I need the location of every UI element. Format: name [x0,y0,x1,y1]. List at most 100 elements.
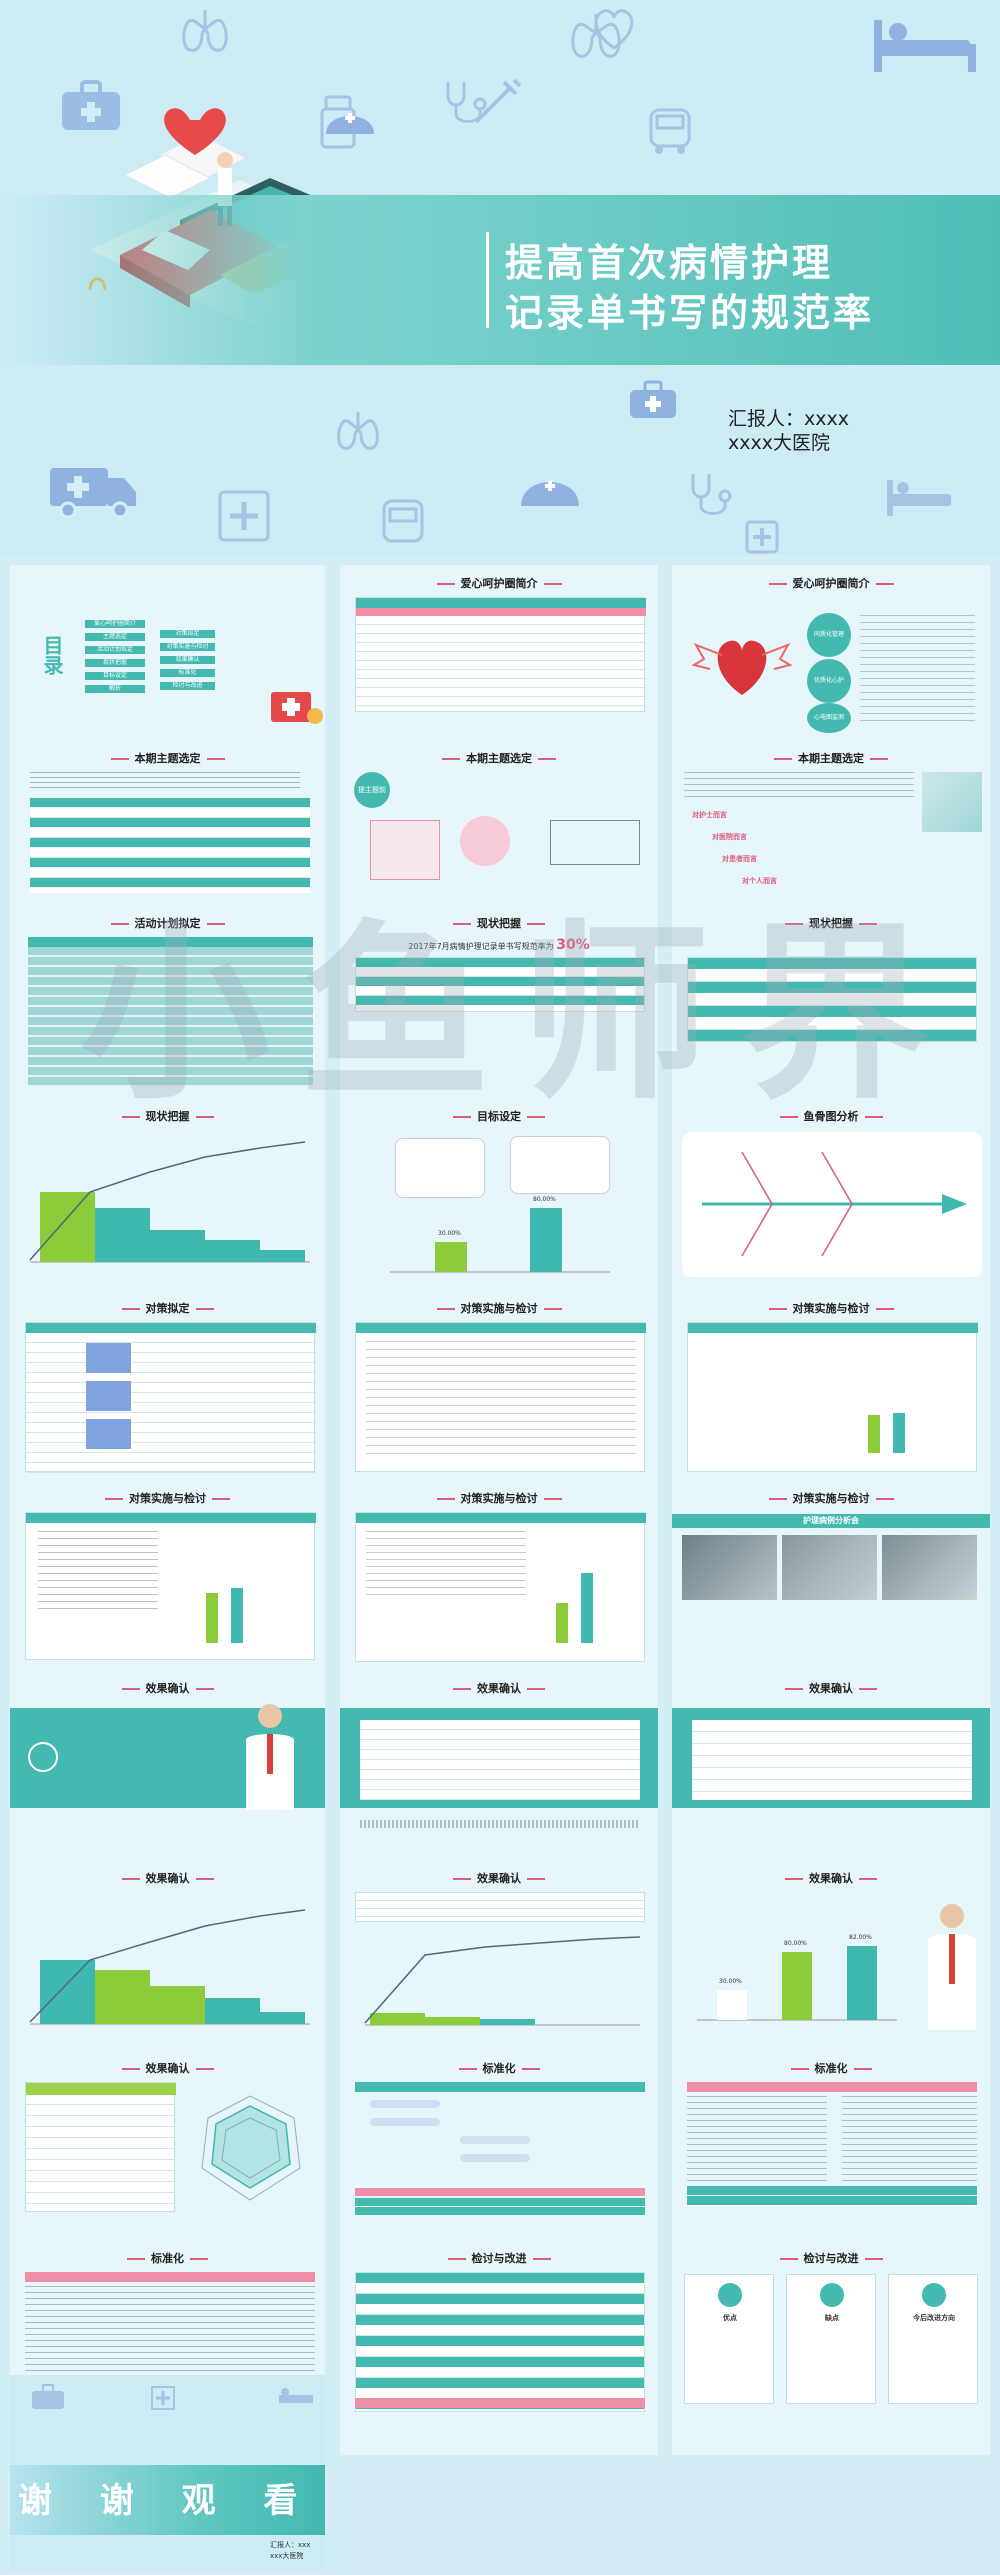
theme-tag-circle: 提主题前 [354,772,390,808]
lungs-icon [180,8,230,58]
slide-fishbone: 鱼骨图分析 [672,1108,990,1283]
toc-label: 目录 [40,635,64,675]
slide-title-effect-5: 效果确认 [340,1870,658,1886]
flow-step-4 [460,2154,530,2162]
slide-effect-3: 效果确认 [10,2060,325,2235]
slide-countermeasure-check-2: 对策实施与检讨 [340,1300,658,1475]
slide-target-setting: 目标设定 30.00% 80.00% [340,1108,658,1283]
effect-table [25,2082,176,2212]
medical-kit-illustration [265,680,325,732]
medical-kit-icon [60,80,122,142]
review-card-2: 缺点 [786,2274,876,2404]
slide-review-2: 检讨与改进 优点 缺点 今后改进方向 [672,2250,990,2425]
bullet-hospital: 对医院而言 [712,833,747,841]
std-header-1 [25,2272,315,2282]
slide-title-effect-2: 效果确认 [10,1870,325,1886]
ambulance-icon [48,456,138,522]
std-text-3b [842,2096,977,2181]
slide-countermeasure-plan: 对策拟定 [10,1300,325,1475]
slide-activity-plan: 活动计划拟定 [10,915,325,1090]
closing-icon-kit [30,2383,66,2415]
slide-title-effect-6: 效果确认 [672,1680,990,1696]
effect-table-3 [355,1892,645,1922]
review-card-1: 优点 [684,2274,774,2404]
badge-1: 同质化管理 [807,613,851,657]
slide-title-countermeasure-check-5: 对策实施与检讨 [672,1490,990,1506]
hospital-bed-icon [870,16,980,80]
nurse-cap-icon-2 [515,462,585,516]
effect-label-2: 80.00% [784,1940,807,1947]
status-table [355,957,645,1012]
review-card-1-title: 优点 [723,2314,737,2322]
effect-label-1: 30.00% [719,1978,742,1985]
slide-current-status-3: 现状把握 [672,915,990,1090]
slide-title-standardize-2: 标准化 [340,2060,658,2076]
effect-bar-chart [697,1946,897,2021]
toc-item-3: 活动计划拟定 [85,646,145,654]
effect-note [360,1820,640,1828]
slide-title-effect-7: 效果确认 [672,1870,990,1886]
watermark: 小鱼师界 [80,904,961,1125]
slide-title-current-status-3: 现状把握 [672,915,990,931]
medical-case-icon [628,380,678,424]
fishbone-card [682,1132,982,1277]
toc-item-11: 检讨与改进 [160,682,215,690]
gantt-table [28,937,313,1087]
theme-center-circle [460,816,510,866]
circle-intro-text [860,615,975,725]
closing-thanks: 谢 谢 观 看 [18,2481,316,2521]
slide-review-1: 检讨与改进 [340,2250,658,2425]
toc-item-6: 解析 [85,685,145,693]
slide-title-effect-1: 效果确认 [10,1680,325,1696]
flow-step-2 [370,2118,440,2126]
syringe-icon [470,72,526,132]
bullet-nurse: 对护士而言 [692,811,727,819]
slide-effect-1: 效果确认 [10,1680,325,1855]
hospital-bed-icon-2 [885,478,957,522]
winged-heart-icon [692,640,792,695]
std-text-1 [25,2286,315,2371]
countermeasure-table [25,1322,316,1473]
lungs-icon-3 [335,410,381,456]
slide-theme-select-3: 本期主题选定 对护士而言 对医院而言 对患者而言 对个人而言 [672,750,990,900]
slide-countermeasure-check-1: 对策实施与检讨 [10,1490,325,1665]
review-table [355,2272,645,2412]
theme-reason-text [684,772,914,798]
badge-2: 优质化心护 [807,659,851,703]
theme-text [30,772,300,790]
check-table-4 [687,1322,978,1472]
check-table-3 [355,1512,646,1662]
cover-hospital: xxxx大医院 [728,432,830,454]
slide-title-current-status-2: 现状把握 [340,915,658,931]
review-card-2-title: 缺点 [825,2314,839,2322]
target-bar-chart [390,1208,610,1273]
gantt-header [28,937,313,947]
radar-chart [201,2095,301,2201]
slide-title-countermeasure-check-3: 对策实施与检讨 [340,1490,658,1506]
toc-item-10: 标准化 [160,669,215,677]
slide-title-review-1: 检讨与改进 [340,2250,658,2266]
std-footer-table-2 [355,2198,645,2216]
slide-effect-7: 效果确认 30.00% 80.00% 82.00% [672,1870,990,2045]
slide-countermeasure-check-3: 对策实施与检讨 [340,1490,658,1665]
review-card-3: 今后改进方向 [888,2274,978,2404]
slide-circle-intro-2: 爱心呵护圈简介 同质化管理 优质化心护 心电图监测 [672,575,990,735]
fishbone-diagram [702,1151,967,1257]
slide-title-countermeasure-check-1: 对策实施与检讨 [10,1490,325,1506]
std-header-2 [355,2082,645,2092]
slide-circle-intro-1: 爱心呵护圈简介 [340,575,658,735]
check-table-1 [25,1512,316,1660]
slide-title-standardize-3: 标准化 [672,2060,990,2076]
effect-label-3: 82.00% [849,1934,872,1941]
nurse-photo [922,772,982,832]
lungs-icon-2 [568,10,624,70]
cover-reporter: 汇报人：xxxx [728,408,849,430]
review-card-3-title: 今后改进方向 [913,2314,955,2322]
check-table-2 [355,1322,646,1472]
slide-title-effect-3: 效果确认 [10,2060,325,2076]
badge-3: 心电图监测 [807,703,851,733]
circle-member-table [355,597,646,713]
case-meeting-banner: 护理病例分析会 [672,1514,990,1528]
toc-item-4: 现状把握 [85,659,145,667]
target-label-before: 30.00% [438,1230,461,1237]
